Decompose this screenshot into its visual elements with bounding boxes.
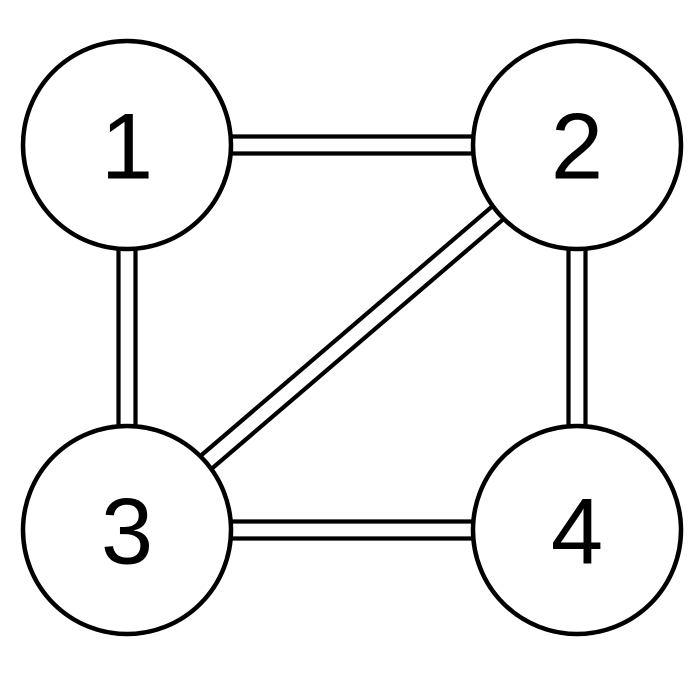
- node-1-circle: [20, 38, 234, 252]
- node-4-circle: [470, 423, 684, 637]
- node-3-label: 3: [101, 478, 153, 583]
- node-2-circle: [470, 38, 684, 252]
- node-4-label: 4: [551, 478, 603, 583]
- graph-node-4: 4: [470, 423, 684, 637]
- node-2-label: 2: [551, 93, 603, 198]
- node-1-label: 1: [101, 93, 153, 198]
- graph-node-1: 1: [20, 38, 234, 252]
- graph-node-2: 2: [470, 38, 684, 252]
- graph-node-3: 3: [20, 423, 234, 637]
- node-3-circle: [20, 423, 234, 637]
- nodes-layer: 1 2 3 4: [20, 38, 684, 637]
